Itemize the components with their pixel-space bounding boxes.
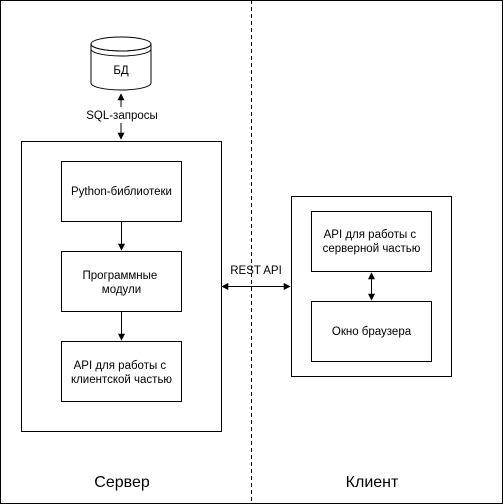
libraries-label: Python-библиотеки: [71, 186, 172, 198]
browser-label: Окно браузера: [332, 326, 412, 338]
modules-label-line2: модули: [102, 284, 141, 296]
client-title: Клиент: [346, 474, 399, 491]
sql-edge-label-bg: [84, 107, 160, 123]
rest-edge-label: REST API: [230, 265, 282, 277]
server-title: Сервер: [94, 474, 150, 491]
server-api-label-line2: серверной частью: [323, 243, 421, 255]
client-api-label-line1: API для работы с: [74, 360, 167, 372]
client-api-block: [61, 341, 182, 402]
modules-label-line1: Программные: [82, 270, 157, 282]
server-api-label-line1: API для работы с: [324, 229, 417, 241]
client-api-label-line2: клиентской частью: [71, 374, 172, 386]
libraries-block: [61, 161, 182, 222]
database-label: БД: [113, 65, 129, 77]
browser-block: [311, 301, 432, 362]
modules-block: [61, 251, 182, 312]
modules-label: Программные модули: [82, 270, 160, 296]
server-api-label: API для работы с серверной частью: [323, 229, 421, 255]
client-api-label: API для работы с клиентской частью: [71, 360, 172, 386]
sql-edge-label: SQL-запросы: [86, 110, 158, 122]
server-api-block: [311, 211, 432, 272]
database-icon: [90, 36, 152, 91]
database-node: БД: [90, 36, 152, 91]
